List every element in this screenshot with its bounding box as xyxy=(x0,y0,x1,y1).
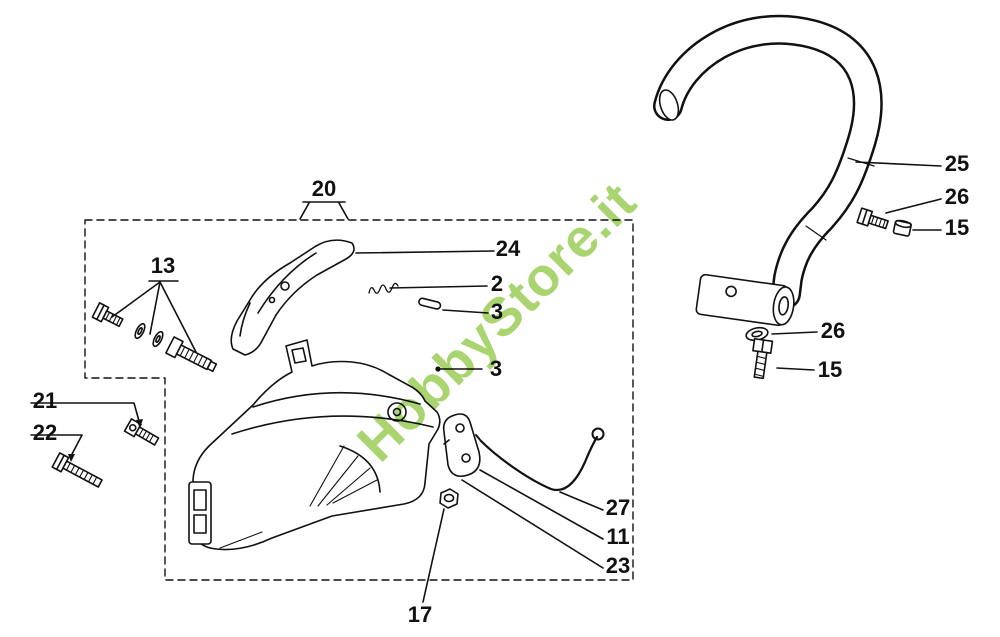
part-label-21: 21 xyxy=(32,388,58,413)
handlebar-drawing xyxy=(653,14,883,327)
cover-lever-drawing xyxy=(230,239,355,356)
part-label-2: 2 xyxy=(490,271,504,296)
part-label-20: 20 xyxy=(311,176,337,201)
latch-plate-drawing xyxy=(442,413,481,478)
nut-17-drawing xyxy=(439,488,459,509)
spring-drawing xyxy=(368,282,399,294)
part-label-23: 23 xyxy=(605,553,631,578)
dashed-boundary-box xyxy=(84,219,634,581)
pin-drawing xyxy=(418,297,442,310)
part-label-27: 27 xyxy=(605,495,631,520)
part-label-17: 17 xyxy=(407,602,433,627)
screw-22-drawing xyxy=(51,452,103,488)
part-label-26-mid: 26 xyxy=(820,318,846,343)
screw-21-drawing xyxy=(123,418,160,446)
screw-15-mid-drawing xyxy=(752,337,774,380)
part-label-24: 24 xyxy=(495,236,521,261)
part-label-3-top: 3 xyxy=(490,299,504,324)
part-label-3-mid: 3 xyxy=(489,356,503,381)
part-label-15-top: 15 xyxy=(944,215,970,240)
part-label-15-mid: 15 xyxy=(817,357,843,382)
part-label-13: 13 xyxy=(150,253,176,278)
part-label-25: 25 xyxy=(944,151,970,176)
housing-drawing xyxy=(188,339,441,551)
throttle-rod-drawing xyxy=(475,427,605,492)
part-label-11: 11 xyxy=(606,524,630,549)
screw-26-top-drawing xyxy=(856,207,889,230)
leader-lines xyxy=(30,161,942,603)
part-label-22: 22 xyxy=(32,420,58,445)
screw-set-13-drawing xyxy=(91,302,218,373)
nut-15-top-drawing xyxy=(892,219,912,237)
part-label-26-top: 26 xyxy=(944,184,970,209)
